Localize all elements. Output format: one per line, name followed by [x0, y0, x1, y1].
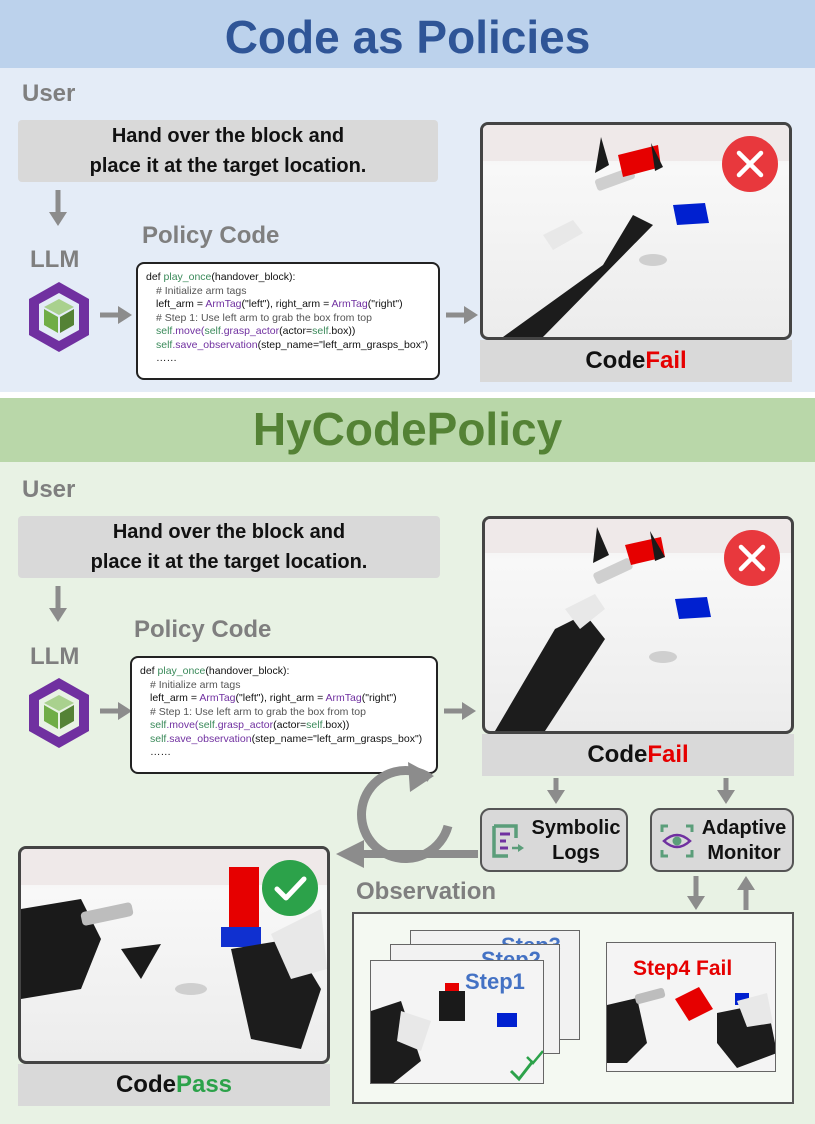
symbolic-logs-icon [492, 824, 524, 858]
adaptive-monitor-label: Adaptive Monitor [696, 816, 792, 866]
pass-check-icon [262, 860, 318, 916]
right-arrow-icon [446, 306, 478, 324]
top-title: Code as Policies [224, 11, 591, 63]
symbolic-logs-line1: Symbolic [531, 817, 621, 839]
top-robot-scene [480, 122, 792, 340]
adaptive-monitor-line1: Adaptive [701, 817, 787, 839]
bottom-robot-scene-fail [482, 516, 794, 734]
symbolic-logs-box: Symbolic Logs [480, 808, 628, 872]
eye-monitor-icon [660, 824, 694, 858]
instruction-line: place it at the target location. [90, 551, 368, 573]
fail-x-icon [724, 530, 780, 586]
down-arrow-icon [49, 586, 67, 622]
top-user-label: User [22, 80, 76, 107]
robot-arm-illustration [21, 849, 327, 1049]
down-arrow-icon [49, 190, 67, 226]
robot-arm-illustration [485, 519, 791, 731]
symbolic-logs-line2: Logs [552, 842, 600, 864]
down-arrow-icon [547, 778, 565, 804]
bottom-llm-label: LLM [30, 643, 80, 670]
step1-label: Step1 [465, 969, 525, 994]
bottom-user-instruction: Hand over the block and place it at the … [18, 516, 440, 578]
bottom-policy-code-box: def play_once(handover_block): # Initial… [130, 656, 438, 774]
llm-cube-icon [29, 282, 89, 352]
instruction-line: place it at the target location. [89, 155, 367, 177]
adaptive-monitor-line2: Monitor [707, 842, 781, 864]
fail-x-icon [722, 136, 778, 192]
step4-card: Step4 Fail [606, 942, 776, 1072]
down-arrow-icon [687, 876, 705, 910]
step1-scene-illustration [371, 961, 543, 1083]
llm-cube-icon [29, 678, 89, 748]
top-user-instruction: Hand over the block and place it at the … [18, 120, 438, 182]
bottom-policy-code-label: Policy Code [134, 616, 272, 643]
down-arrow-icon [717, 778, 735, 804]
bottom-title-banner [0, 398, 815, 462]
instruction-line: Hand over the block and [111, 125, 345, 147]
instruction-line: Hand over the block and [112, 521, 346, 543]
top-policy-code-box: def play_once(handover_block): # Initial… [136, 262, 440, 380]
bottom-result-caption: Code Fail [482, 734, 794, 776]
right-arrow-icon [100, 306, 132, 324]
bottom-user-label: User [22, 476, 76, 503]
refine-loop-icon [336, 762, 478, 868]
right-arrow-icon [444, 702, 476, 720]
right-arrow-icon [100, 702, 132, 720]
top-title-banner [0, 0, 815, 68]
top-result-caption: Code Fail [480, 340, 792, 382]
symbolic-logs-label: Symbolic Logs [528, 816, 624, 866]
step1-card: Step1 [370, 960, 544, 1084]
top-policy-code-label: Policy Code [142, 222, 280, 249]
pass-robot-scene [18, 846, 330, 1064]
bottom-title: HyCodePolicy [252, 403, 563, 455]
observation-label: Observation [356, 878, 497, 905]
step4-label: Step4 Fail [633, 957, 733, 980]
pass-result-caption: Code Pass [18, 1064, 330, 1106]
adaptive-monitor-box: Adaptive Monitor [650, 808, 794, 872]
step4-scene-illustration [607, 943, 775, 1071]
top-llm-label: LLM [30, 246, 80, 273]
up-arrow-icon [737, 876, 755, 910]
